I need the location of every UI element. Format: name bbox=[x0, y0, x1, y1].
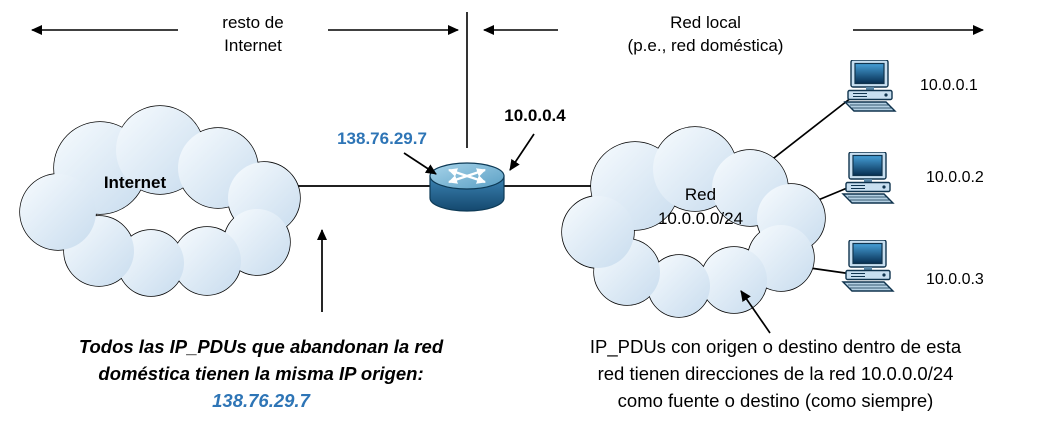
local-network-label-line1: Red bbox=[684, 185, 717, 204]
left-note-ip: 138.76.29.7 bbox=[212, 390, 310, 411]
right-region-label-line2: (p.e., red doméstica) bbox=[627, 36, 784, 55]
local-network-label: Red 10.0.0.0/24 bbox=[608, 183, 793, 231]
annotation-arrows bbox=[317, 133, 771, 334]
left-region-label-line1: resto de bbox=[222, 13, 284, 32]
wan-ip-pointer-arrow bbox=[403, 152, 437, 175]
right-note-line3: como fuente o destino (como siempre) bbox=[617, 390, 934, 411]
left-note: Todos las IP_PDUs que abandonan la red d… bbox=[15, 333, 507, 414]
computer-icon-3 bbox=[842, 240, 894, 292]
internet-cloud-label: Internet bbox=[103, 173, 167, 192]
local-network-label-line2: 10.0.0.0/24 bbox=[657, 209, 744, 228]
router-icon bbox=[429, 162, 505, 212]
right-region-label: Red local (p.e., red doméstica) bbox=[558, 11, 853, 57]
lan-ip-pointer-arrow bbox=[509, 133, 535, 171]
computer-icon-2 bbox=[842, 152, 894, 204]
router-wan-ip-label: 138.76.29.7 bbox=[337, 129, 427, 148]
host2-ip-label: 10.0.0.2 bbox=[926, 169, 984, 186]
left-region-label-line2: Internet bbox=[224, 36, 282, 55]
host1-ip-label: 10.0.0.1 bbox=[920, 77, 978, 94]
left-note-line1: Todos las IP_PDUs que abandonan la red bbox=[78, 336, 444, 357]
left-region-label: resto de Internet bbox=[178, 11, 328, 57]
right-note-pointer-arrow bbox=[740, 290, 771, 334]
right-note: IP_PDUs con origen o destino dentro de e… bbox=[523, 333, 1028, 414]
left-note-line2: doméstica tienen la misma IP origen: bbox=[98, 363, 424, 384]
router-lan-ip-label: 10.0.0.4 bbox=[504, 106, 566, 125]
internet-cloud bbox=[19, 105, 301, 297]
host3-ip-label: 10.0.0.3 bbox=[926, 271, 984, 288]
right-note-line2: red tienen direcciones de la red 10.0.0.… bbox=[597, 363, 954, 384]
right-note-line1: IP_PDUs con origen o destino dentro de e… bbox=[589, 336, 962, 357]
right-region-label-line1: Red local bbox=[670, 13, 741, 32]
computer-icon-1 bbox=[844, 60, 896, 112]
